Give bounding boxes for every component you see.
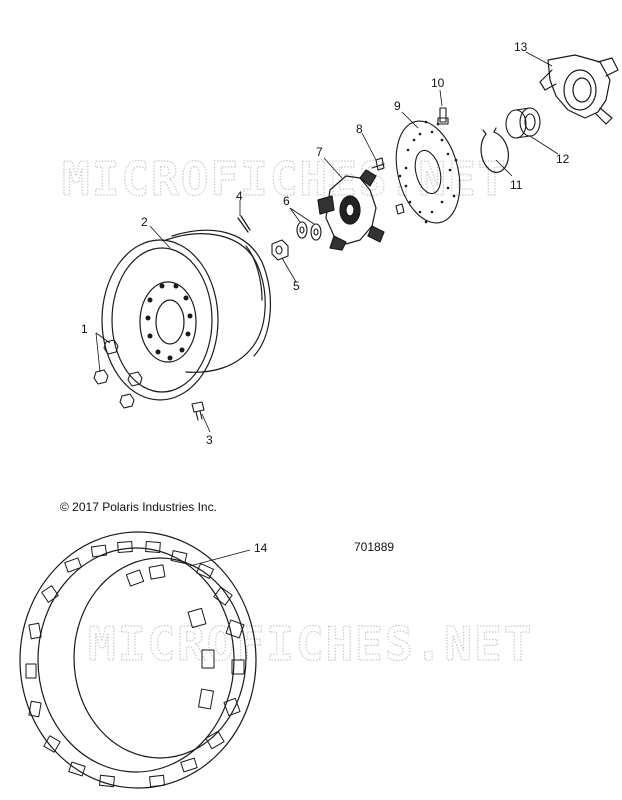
callout-6: 6 — [283, 194, 290, 208]
brake-disc-icon — [395, 120, 461, 224]
watermark-top: MICROFICHES.NET — [62, 152, 507, 206]
callout-1: 1 — [81, 322, 88, 336]
cotter-pin-icon — [237, 215, 251, 233]
valve-stem-icon — [191, 401, 205, 421]
callout-8: 8 — [356, 122, 363, 136]
bearing-housing-icon — [539, 54, 619, 125]
hub-stud-icon — [371, 157, 405, 215]
wheel-rim-icon — [101, 229, 271, 401]
snap-ring-icon — [480, 127, 509, 173]
callout-labels: 1 2 3 4 5 6 7 8 9 10 11 12 13 14 — [81, 40, 570, 555]
callout-7: 7 — [316, 145, 323, 159]
copyright-text: © 2017 Polaris Industries Inc. — [60, 500, 217, 514]
callout-2: 2 — [141, 215, 148, 229]
callout-10: 10 — [431, 76, 445, 90]
callout-13: 13 — [514, 40, 528, 54]
callout-9: 9 — [394, 99, 401, 113]
washer-icon — [296, 221, 322, 241]
callout-11: 11 — [510, 178, 523, 192]
callout-3: 3 — [206, 433, 213, 447]
axle-nut-icon — [271, 239, 289, 261]
watermark-bottom: MICROFICHES.NET — [88, 617, 533, 671]
callout-5: 5 — [293, 279, 300, 293]
wheel-hub-icon — [317, 169, 385, 251]
leader-lines — [95, 51, 559, 567]
callout-12: 12 — [556, 152, 570, 166]
disc-bolt-icon — [437, 107, 449, 125]
callout-14: 14 — [254, 541, 268, 555]
lug-nut-icon — [93, 339, 143, 409]
bearing-icon — [505, 107, 541, 139]
drawing-number: 701889 — [354, 540, 394, 554]
tire-icon — [19, 531, 257, 789]
callout-4: 4 — [236, 189, 243, 203]
